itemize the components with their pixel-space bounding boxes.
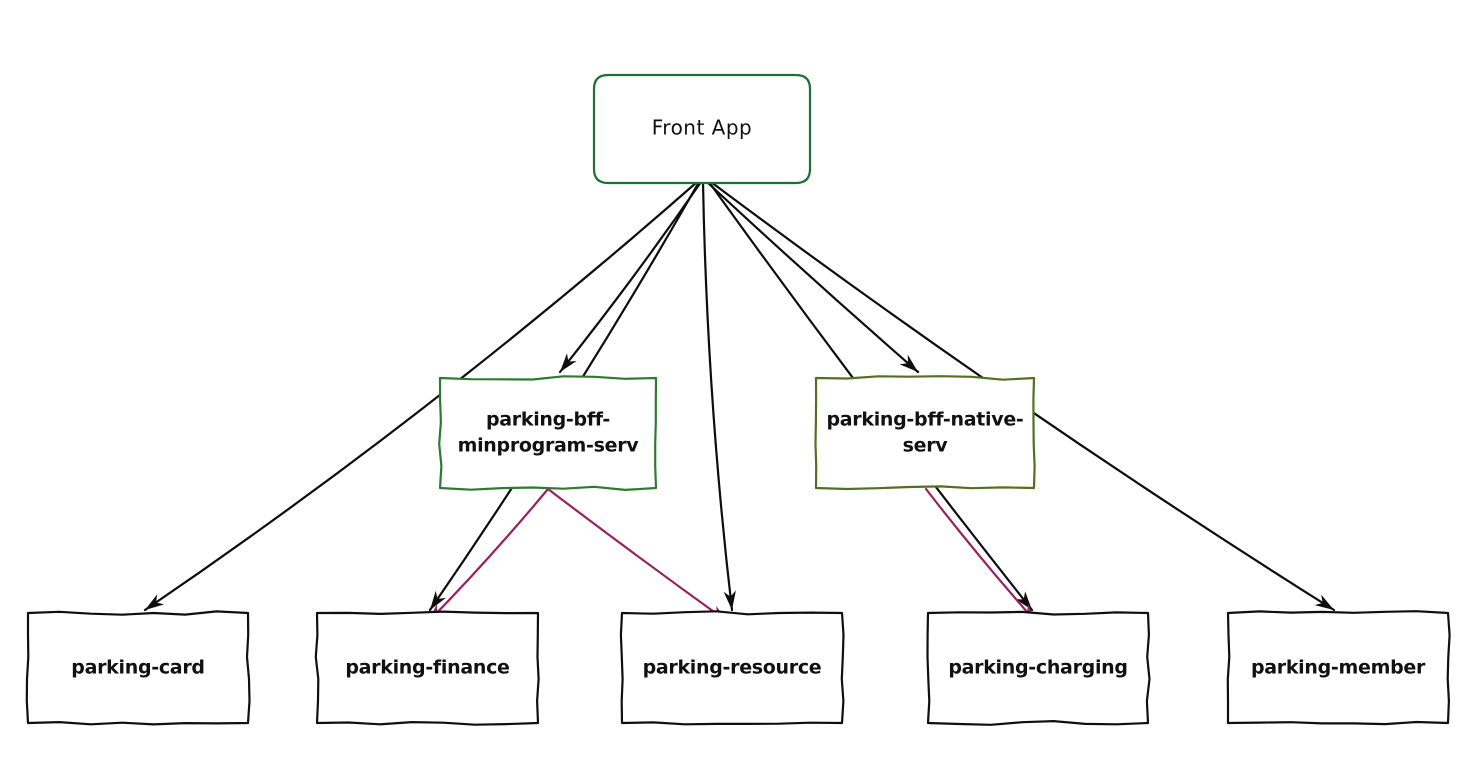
arrow-head-frontapp-to-resource [723, 590, 736, 610]
edge-native-to-charging [924, 487, 1038, 624]
arrow-head-frontapp-to-minprogram [560, 353, 577, 372]
node-label-parking-bff-minprogram-serv: minprogram-serv [458, 435, 640, 457]
node-shape-parking-bff-minprogram-serv [438, 375, 658, 491]
edge-line-minprogram-to-finance [426, 487, 550, 624]
node-parking-bff-minprogram-serv[interactable]: parking-bff-minprogram-serv [438, 375, 658, 491]
node-parking-charging[interactable]: parking-charging [926, 610, 1151, 726]
arrow-head-frontapp-to-member [1314, 594, 1334, 610]
edge-line-minprogram-to-resource [546, 487, 730, 624]
node-label-parking-bff-native-serv: parking-bff-native- [826, 409, 1023, 431]
node-label-parking-bff-native-serv: serv [903, 435, 949, 457]
node-shape-parking-card [25, 610, 251, 726]
node-label-parking-member: parking-member [1251, 657, 1426, 679]
node-label-front-app: Front App [652, 116, 753, 140]
node-shape-front-app [592, 73, 812, 185]
node-parking-resource[interactable]: parking-resource [619, 610, 845, 726]
edge-line-frontapp-to-minprogram [558, 180, 703, 374]
edge-frontapp-to-minprogram [558, 180, 703, 374]
edge-line-frontapp-to-native [705, 180, 920, 374]
nodes-layer: Front Appparking-bff-minprogram-servpark… [25, 73, 1451, 726]
edge-minprogram-to-resource [546, 487, 730, 624]
node-label-parking-resource: parking-resource [643, 657, 822, 679]
arrow-head-frontapp-to-charging [1015, 591, 1032, 610]
node-label-parking-finance: parking-finance [345, 657, 509, 679]
edge-minprogram-to-finance [426, 487, 550, 624]
node-parking-member[interactable]: parking-member [1226, 610, 1451, 726]
node-label-parking-charging: parking-charging [948, 657, 1127, 679]
node-front-app[interactable]: Front App [592, 73, 812, 185]
arrow-head-frontapp-to-finance [430, 590, 446, 610]
node-parking-bff-native-serv[interactable]: parking-bff-native-serv [814, 375, 1036, 491]
node-shape-parking-charging [926, 610, 1151, 726]
node-parking-finance[interactable]: parking-finance [314, 610, 540, 726]
edge-line-frontapp-to-card [143, 180, 699, 612]
edge-line-native-to-charging [924, 487, 1038, 624]
edge-line-frontapp-to-resource [701, 180, 734, 612]
node-shape-parking-resource [619, 610, 845, 726]
edges-layer [143, 180, 1336, 624]
node-parking-card[interactable]: parking-card [25, 610, 251, 726]
node-shape-parking-finance [314, 610, 540, 726]
node-shape-parking-bff-native-serv [814, 375, 1036, 491]
node-shape-parking-member [1226, 610, 1451, 726]
arrow-head-frontapp-to-card [145, 594, 165, 610]
arrow-head-frontapp-to-native [899, 354, 918, 372]
edge-frontapp-to-card [143, 180, 699, 612]
edge-frontapp-to-resource [701, 180, 736, 612]
edge-frontapp-to-native [705, 180, 920, 374]
node-label-parking-card: parking-card [71, 657, 204, 679]
node-label-parking-bff-minprogram-serv: parking-bff- [486, 409, 610, 431]
